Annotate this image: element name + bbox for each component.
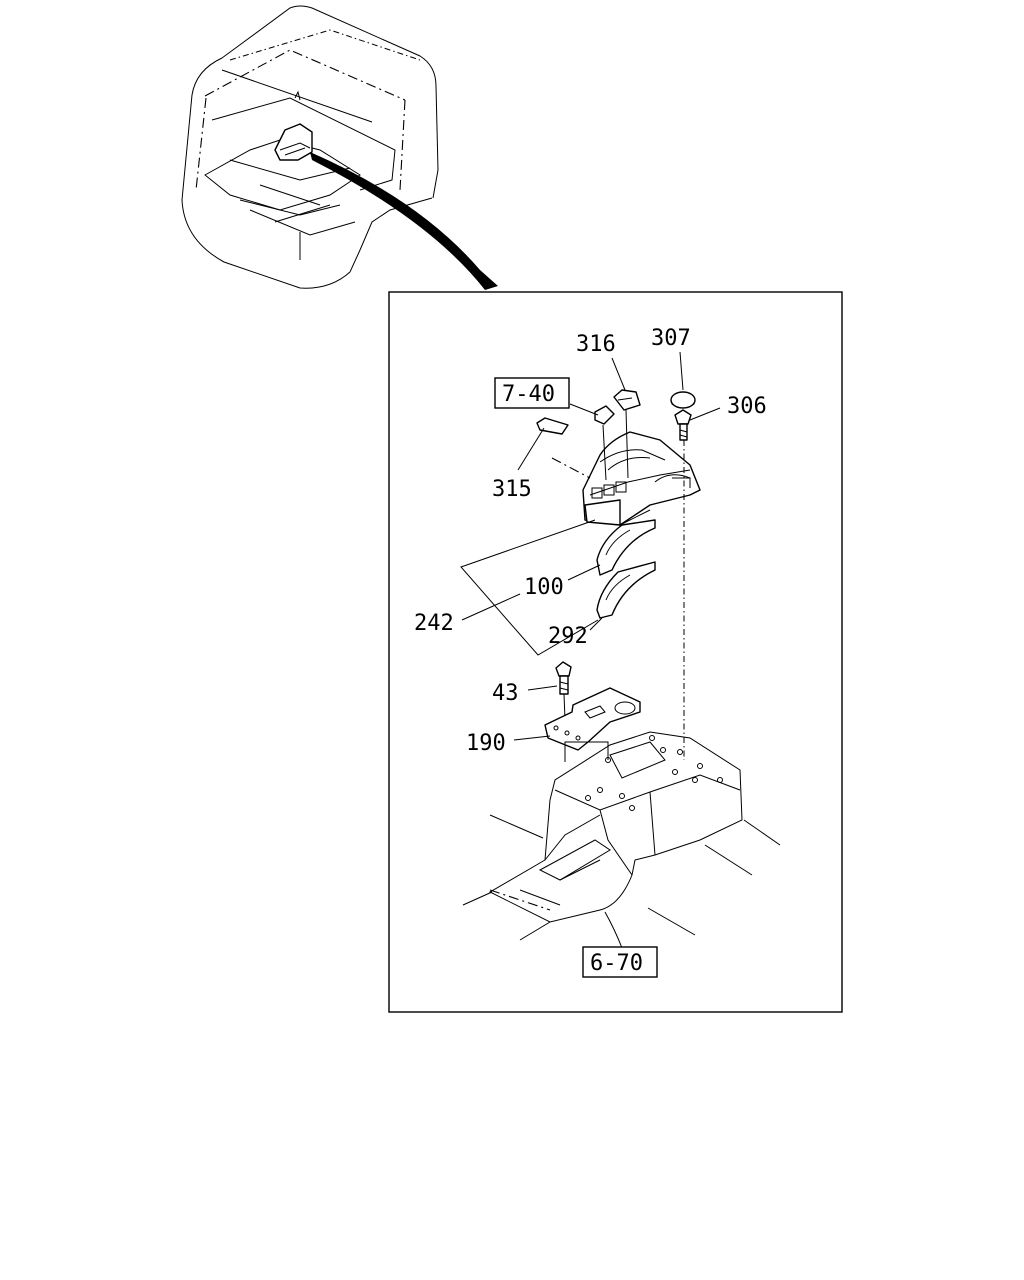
label-43: 43 [492,681,519,706]
label-316: 316 [576,332,616,357]
ref-label-7-40: 7-40 [502,382,555,407]
ref-box-7-40: 7-40 [494,377,570,409]
part-315-plug [536,417,591,479]
part-316-clip [602,389,641,481]
label-306: 306 [727,394,767,419]
part-7-40-bracket [594,405,615,425]
ref-box-6-70: 6-70 [582,946,658,978]
label-307: 307 [651,326,691,351]
shift-cover [582,431,701,526]
ref-label-6-70: 6-70 [590,951,643,976]
part-190-bracket [544,687,641,762]
label-190: 190 [466,731,506,756]
leader-lines [461,351,721,949]
part-43-bolt [555,661,572,746]
detail-frame [388,291,843,1013]
label-315: 315 [492,477,532,502]
label-100: 100 [524,575,564,600]
part-labels: 316 307 306 315 100 242 292 43 190 [414,326,767,756]
part-242-group [460,519,599,656]
part-100-seal [596,519,656,576]
label-292: 292 [548,624,588,649]
part-307-cap [670,391,696,409]
cab-overview [181,5,498,290]
part-306-screw [674,409,692,760]
label-242: 242 [414,611,454,636]
part-292-seal [596,561,656,619]
floor-tunnel [462,731,781,941]
